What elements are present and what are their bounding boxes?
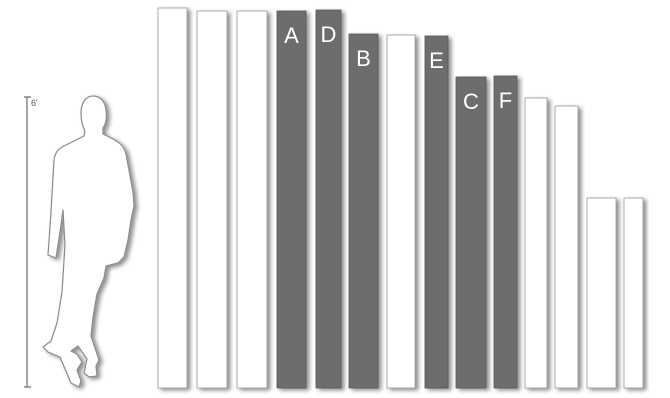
panel-rect: [158, 8, 187, 388]
panel-rect: [525, 98, 547, 388]
panel-rect: [349, 34, 378, 388]
panel-p14: [624, 198, 643, 388]
panel-rect: [387, 35, 415, 388]
panel-rect: [555, 106, 578, 388]
panel-p2: [197, 11, 227, 388]
panel-p13: [587, 198, 616, 388]
panel-p3: [237, 11, 267, 388]
panel-B: [349, 34, 378, 388]
panel-label: B: [356, 46, 371, 71]
panel-p1: [158, 8, 187, 388]
panel-rect: [494, 76, 517, 388]
panel-rect: [425, 36, 448, 388]
human-silhouette: [43, 96, 134, 387]
panel-rect: [197, 11, 227, 388]
panel-A: [277, 11, 306, 388]
panel-D: [316, 10, 341, 388]
person-figure-icon: [43, 96, 134, 387]
height-scale: 6': [24, 97, 38, 387]
panel-E: [425, 36, 448, 388]
panel-rect: [237, 11, 267, 388]
scale-label: 6': [31, 98, 38, 108]
panel-p12: [555, 106, 578, 388]
panel-rect: [277, 11, 306, 388]
panel-p7: [387, 35, 415, 388]
panel-label: D: [321, 22, 337, 47]
panel-p11: [525, 98, 547, 388]
panel-rect: [587, 198, 616, 388]
panel-rect: [624, 198, 643, 388]
panel-rect: [456, 77, 486, 388]
panel-rect: [316, 10, 341, 388]
panel-label: A: [284, 23, 299, 48]
panel-C: [456, 77, 486, 388]
panel-F: [494, 76, 517, 388]
panel-label: E: [429, 48, 444, 73]
panel-label: F: [499, 88, 512, 113]
panel-label: C: [463, 89, 479, 114]
